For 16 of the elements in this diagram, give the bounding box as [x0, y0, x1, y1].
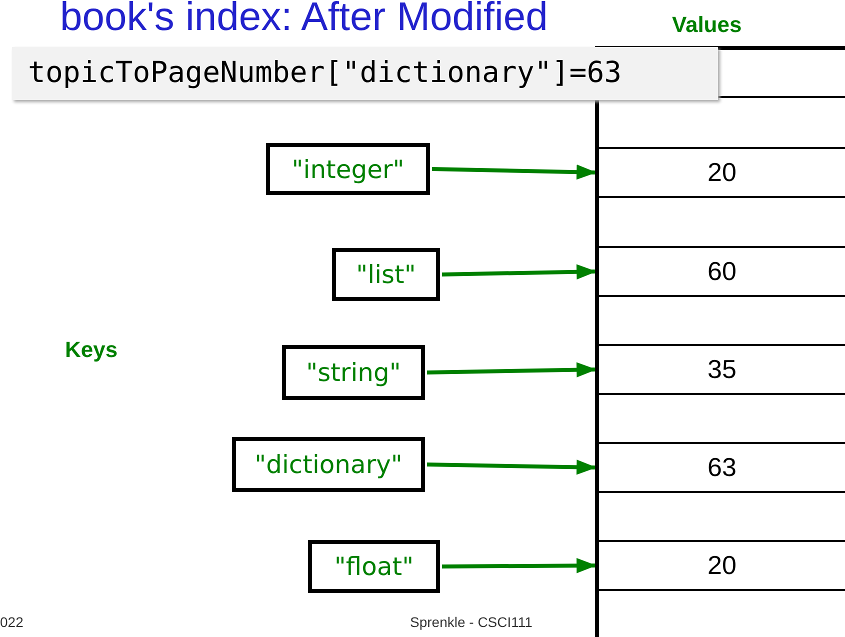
key-box: "integer" [266, 143, 430, 195]
footer-date: 022 [0, 614, 24, 630]
arrow [432, 164, 597, 180]
slide-title: book's index: After Modified [60, 0, 548, 40]
footer-text: Sprenkle - CSCI111 [410, 614, 532, 630]
arrow [442, 264, 597, 280]
column-heading: Values [672, 12, 742, 38]
arrow [426, 460, 597, 475]
key-box: "float" [308, 540, 440, 593]
key-box: "string" [282, 345, 425, 400]
column-heading: Keys [65, 337, 118, 363]
code-callout: topicToPageNumber["dictionary"]=63 [12, 47, 718, 100]
key-box: "dictionary" [232, 437, 425, 492]
arrow [442, 558, 597, 574]
key-box: "list" [332, 248, 440, 301]
arrow [426, 362, 597, 378]
